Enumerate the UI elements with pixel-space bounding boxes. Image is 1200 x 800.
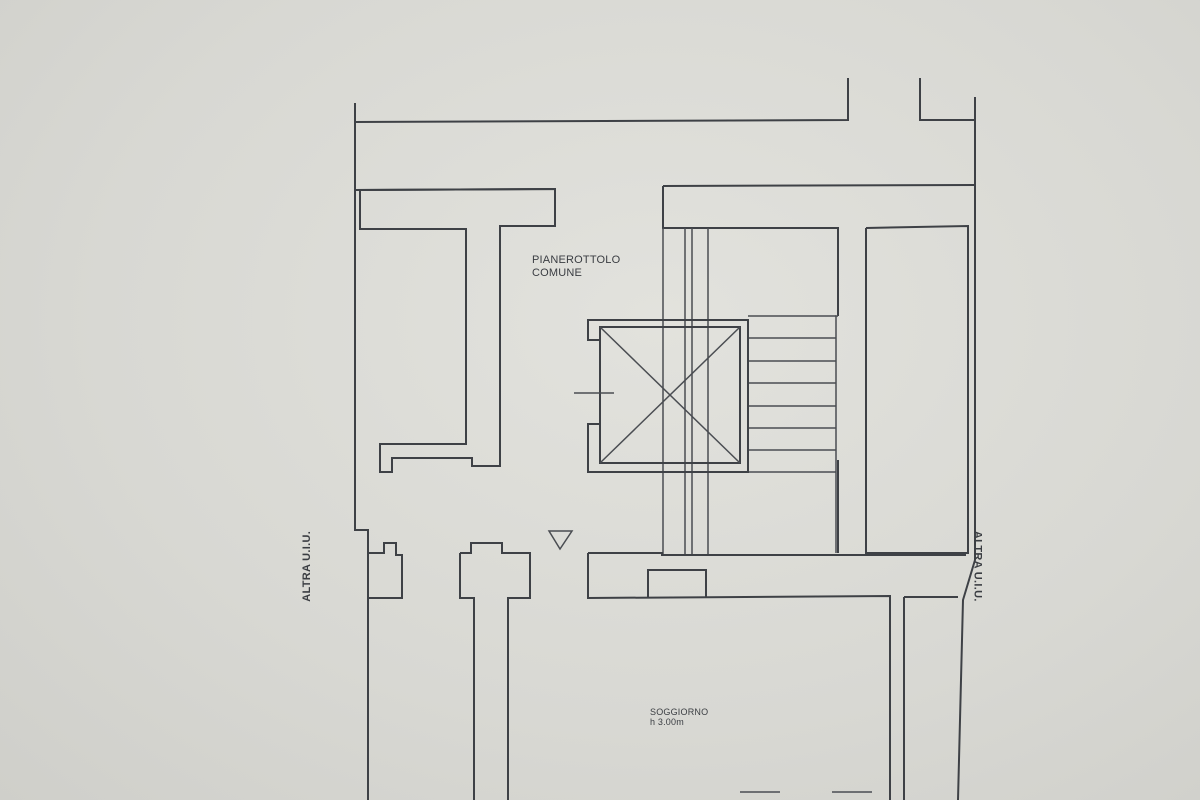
top-wall-right-stub: [919, 78, 975, 121]
living-room-height: h 3.00m: [650, 717, 684, 728]
living-top-wall: [587, 553, 891, 800]
lower-walls: [368, 542, 966, 800]
landing-label: PIANEROTTOLO COMUNE: [532, 254, 620, 279]
top-wall-inner-right: [662, 184, 976, 187]
landing-label-line1: PIANEROTTOLO: [532, 254, 621, 266]
elevator-cab: [599, 326, 741, 464]
right-room-wall: [865, 224, 969, 554]
outer-wall-right: [957, 97, 976, 800]
living-top-wall-inner: [588, 552, 966, 556]
entrance-arrow-icon: [547, 530, 574, 551]
stair-top-wall: [662, 186, 839, 316]
t-wall-outline: [354, 187, 556, 473]
living-door-notch: [647, 569, 707, 598]
left-t-wall: [354, 187, 556, 473]
stair-rails: [662, 228, 838, 555]
living-room-name: SOGGIORNO: [650, 707, 709, 717]
outer-walls: [354, 78, 976, 800]
elevator-diagonal-2: [599, 326, 741, 464]
center-pillar-left: [459, 553, 475, 800]
top-wall-outer: [354, 78, 849, 123]
elevator-shaft: [574, 319, 749, 473]
stair-steps: [747, 315, 836, 473]
left-door-jamb: [368, 542, 403, 599]
elevator-outer-wall: [587, 319, 749, 473]
living-room-label: SOGGIORNO h 3.00m: [650, 707, 708, 728]
upper-right-wall: [662, 186, 969, 554]
landing-label-line2: COMUNE: [532, 266, 583, 279]
outer-wall-left: [354, 103, 369, 800]
center-pillar: [460, 542, 531, 800]
other-unit-right-label: ALTRA U.I.U.: [971, 530, 984, 602]
other-unit-left-label: ALTRA U.I.U.: [301, 530, 314, 602]
